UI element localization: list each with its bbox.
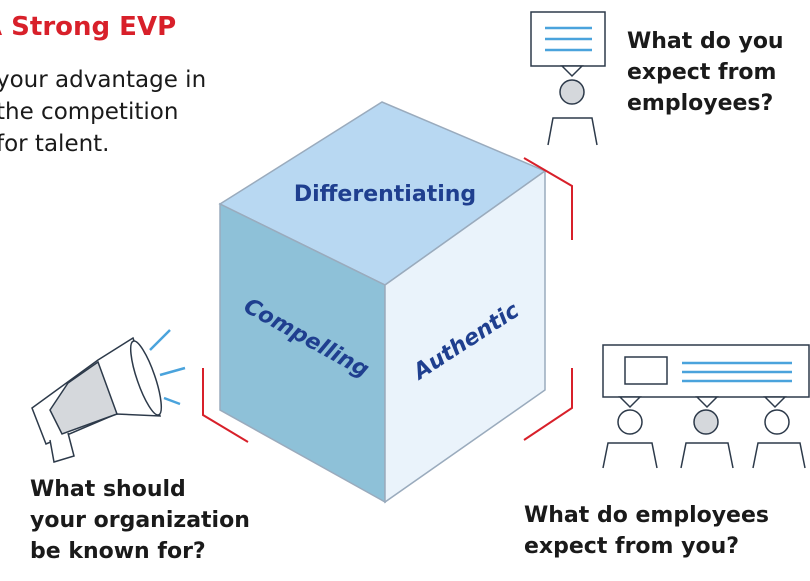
question-employee-expectations: What do employees expect from you? (524, 500, 769, 562)
cube: Differentiating Compelling Authentic (218, 101, 547, 504)
question-line: expect from you? (524, 534, 739, 559)
cube-top-label: Differentiating (294, 182, 476, 207)
bracket-left (202, 368, 249, 443)
question-line: employees? (627, 91, 774, 116)
intro-line: your advantage in (0, 67, 207, 93)
bracket-right (523, 368, 573, 441)
question-line: be known for? (30, 539, 206, 564)
group-discussion-icon (602, 344, 810, 469)
intro-line: for talent. (0, 131, 110, 157)
question-line: your organization (30, 508, 250, 533)
megaphone-icon (31, 329, 186, 463)
question-line: expect from (627, 60, 777, 85)
question-organization-known-for: What should your organization be known f… (30, 474, 250, 567)
page-title: A Strong EVP (0, 12, 177, 42)
question-line: What do you (627, 29, 784, 54)
intro-text: your advantage in the competition for ta… (0, 64, 206, 160)
intro-line: the competition (0, 99, 179, 125)
question-line: What should (30, 477, 186, 502)
person-with-speech-bubble-icon (530, 11, 606, 146)
cube-right-face (384, 169, 546, 504)
accent-brackets (202, 157, 573, 443)
question-line: What do employees (524, 503, 769, 528)
bracket-top-right (523, 157, 573, 240)
question-employer-expectations: What do you expect from employees? (627, 26, 784, 119)
